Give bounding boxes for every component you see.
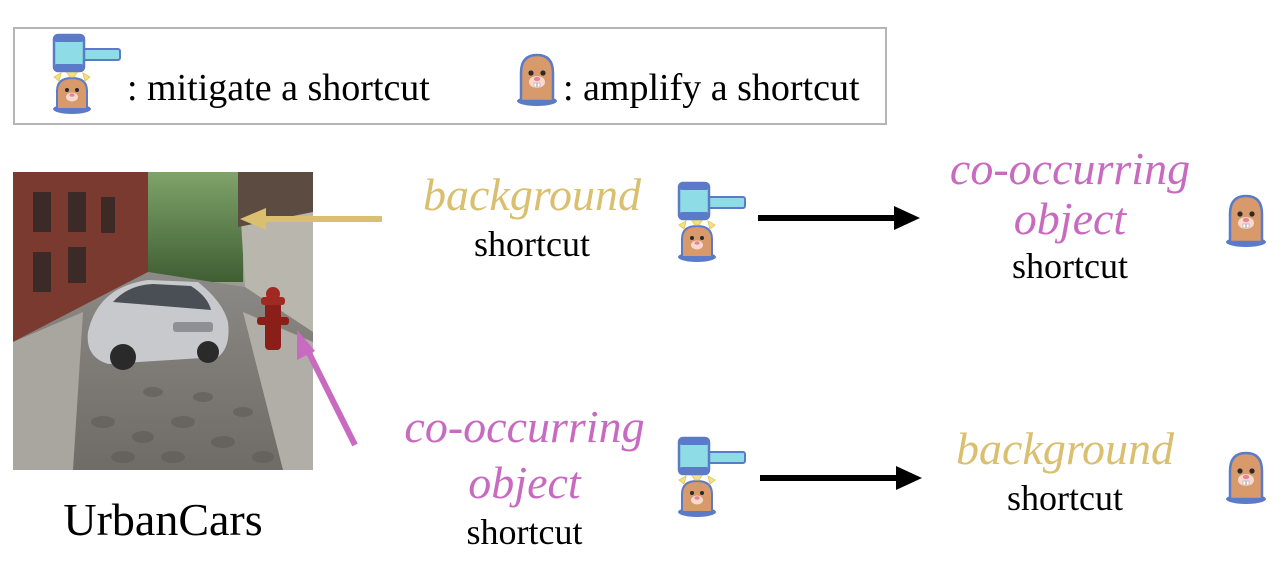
mole-icon [1224,194,1268,249]
row2-left-word1: co-occurring [404,401,645,452]
hammer-on-mole-icon [676,436,747,519]
row1-right-group: co-occurring object shortcut [920,143,1220,286]
legend-amplify-label: : amplify a shortcut [563,67,860,109]
row1-right-word1: co-occurring [949,143,1191,194]
row1-right-suffix: shortcut [1012,246,1128,286]
row1-left-word1: background [422,169,642,220]
row1-right-word2: object [1013,193,1127,244]
row2-right-group: background shortcut [915,423,1215,518]
row2-transition-arrow [760,466,922,490]
row2-right-suffix: shortcut [1007,478,1123,518]
background-pointer-arrow [240,208,382,230]
row2-left-suffix: shortcut [466,512,583,552]
co-occurring-pointer-arrow [297,330,358,447]
legend-mitigate-label: : mitigate a shortcut [127,67,430,109]
mole-icon [1224,451,1268,506]
dataset-label: UrbanCars [63,494,263,545]
row1-left-suffix: shortcut [474,224,590,264]
row2-left-group: co-occurring object shortcut [372,401,677,552]
row2-left-word2: object [468,457,581,508]
row1-transition-arrow [758,206,920,230]
legend-box [13,27,887,125]
row2-right-word1: background [955,423,1175,474]
row1-left-group: background shortcut [382,169,682,264]
hammer-on-mole-icon [676,181,747,264]
